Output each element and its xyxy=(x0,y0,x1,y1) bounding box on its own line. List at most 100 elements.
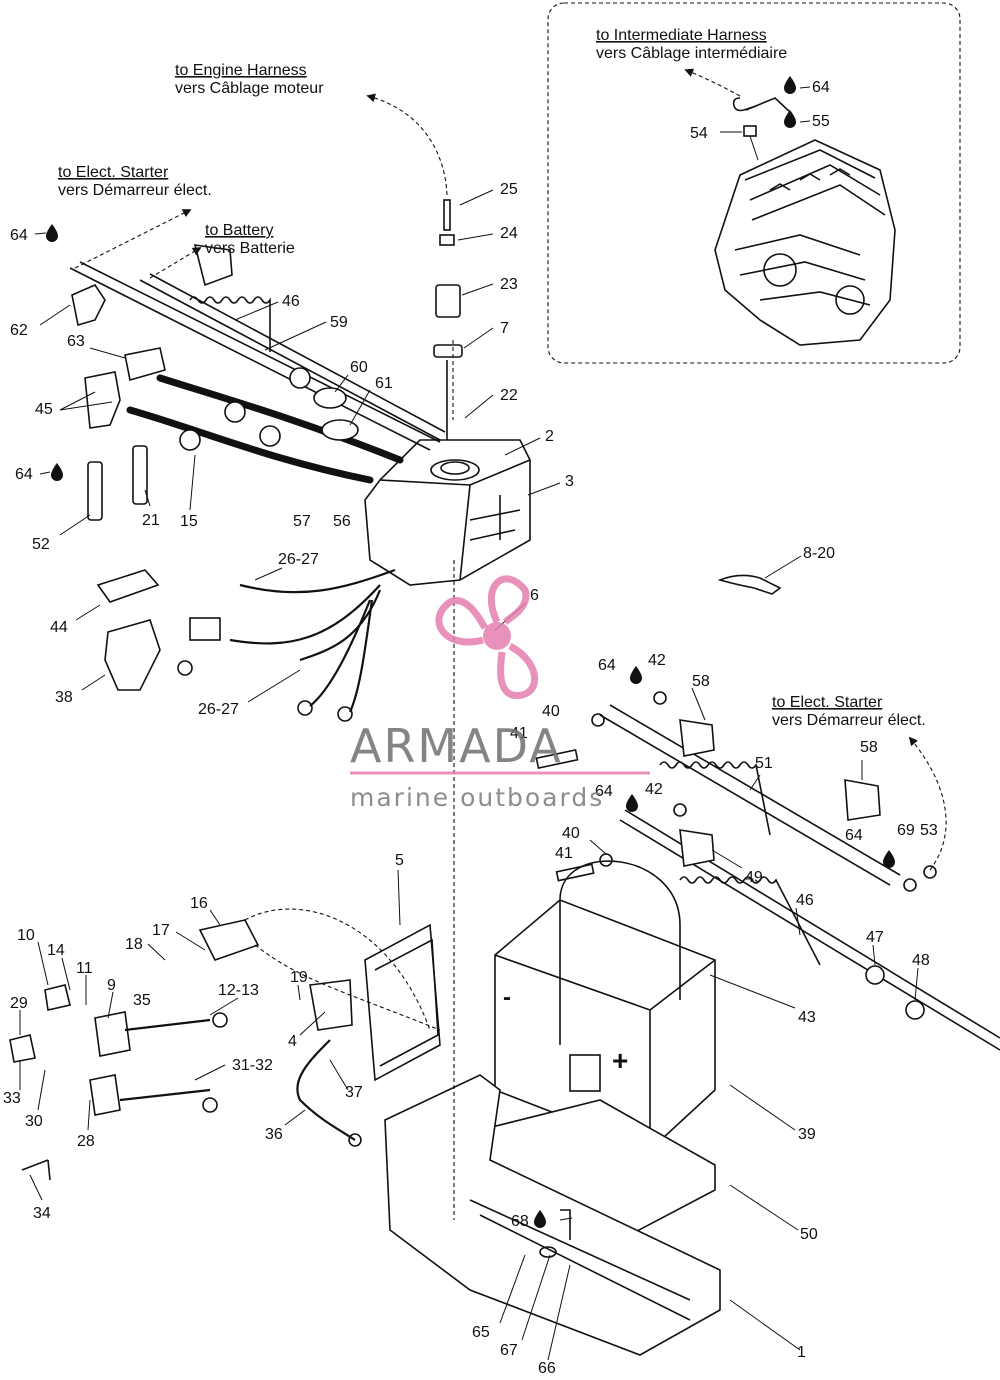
callout-label: 58 xyxy=(860,739,878,756)
callout-label: 15 xyxy=(180,513,198,530)
callout-label: 16 xyxy=(190,895,208,912)
callout-label: 8-20 xyxy=(803,545,835,562)
note-elect-starter-left-en: to Elect. Starter xyxy=(58,164,169,181)
callout-label: 26-27 xyxy=(198,701,239,718)
callout-label: 64 xyxy=(598,657,616,674)
inset-engine-panel xyxy=(547,2,961,364)
callout-label: 69 xyxy=(897,822,915,839)
cables-right xyxy=(535,574,1000,1051)
callout-label: 68 xyxy=(511,1213,529,1230)
callout-label: 21 xyxy=(142,512,160,529)
callout-label: 42 xyxy=(648,652,666,669)
note-intermediate-harness: to Intermediate Harness vers Câblage int… xyxy=(596,27,787,62)
callout-label: 2 xyxy=(545,428,554,445)
callout-label: 4 xyxy=(288,1033,297,1050)
callout-label: 66 xyxy=(538,1360,556,1377)
battery: - + xyxy=(494,860,716,1151)
battery-negative-mark: - xyxy=(503,984,511,1011)
engine-block-illustration xyxy=(714,139,896,346)
callout-label: 12-13 xyxy=(218,982,259,999)
callout-label: 26-27 xyxy=(278,551,319,568)
callout-label: 64 xyxy=(812,79,830,96)
left-small-parts xyxy=(96,568,396,722)
callout-label: 5 xyxy=(395,852,404,869)
callout-label: 24 xyxy=(500,225,518,242)
callout-label: 31-32 xyxy=(232,1057,273,1074)
callout-label: 48 xyxy=(912,952,930,969)
callout-label: 67 xyxy=(500,1342,518,1359)
callout-label: 39 xyxy=(798,1126,816,1143)
callout-label: 62 xyxy=(10,322,28,339)
callout-label: 64 xyxy=(845,827,863,844)
callout-label: 9 xyxy=(107,977,116,994)
spark-plug xyxy=(132,445,148,505)
spark-plug xyxy=(87,461,103,521)
callout-label: 64 xyxy=(15,466,33,483)
callout-label: 40 xyxy=(562,825,580,842)
callout-label: 45 xyxy=(35,401,53,418)
callout-label: 64 xyxy=(10,227,28,244)
callout-label: 55 xyxy=(812,113,830,130)
note-elect-starter-left: to Elect. Starter vers Démarreur élect. xyxy=(58,164,212,199)
callout-label: 59 xyxy=(330,314,348,331)
arrow-engine-harness xyxy=(366,93,448,196)
callout-label: 10 xyxy=(17,927,35,944)
callout-label: 43 xyxy=(798,1009,816,1026)
callout-label: 47 xyxy=(866,929,884,946)
callout-label: 11 xyxy=(76,960,93,977)
battery-tray xyxy=(384,1074,721,1356)
watermark-tagline: marine outboards xyxy=(350,783,604,812)
callout-label: 54 xyxy=(690,125,708,142)
callout-label: 53 xyxy=(920,822,938,839)
callout-label: 17 xyxy=(152,922,170,939)
callout-label: 41 xyxy=(510,725,528,742)
note-engine-harness-fr: vers Câblage moteur xyxy=(175,80,324,97)
connector-stack xyxy=(433,199,463,440)
callout-label: 37 xyxy=(345,1084,363,1101)
callout-label: 34 xyxy=(33,1205,51,1222)
callout-label: 35 xyxy=(133,992,151,1009)
callout-label: 29 xyxy=(10,995,28,1012)
nut xyxy=(743,125,757,137)
callout-label: 63 xyxy=(67,333,85,350)
callout-label: 28 xyxy=(77,1133,95,1150)
callout-label: 3 xyxy=(565,473,574,490)
note-elect-starter-left-fr: vers Démarreur élect. xyxy=(58,182,212,199)
note-battery: to Battery vers Batterie xyxy=(205,222,295,257)
electrical-box xyxy=(364,439,531,586)
callout-label: 22 xyxy=(500,387,518,404)
callout-label: 25 xyxy=(500,181,518,198)
callout-label: 46 xyxy=(796,892,814,909)
watermark: ARMADA marine outboards xyxy=(350,575,650,812)
note-intermediate-harness-en: to Intermediate Harness xyxy=(596,27,767,44)
arrow-elect-starter-right xyxy=(908,736,947,871)
callout-label: 19 xyxy=(290,969,308,986)
callout-label: 1 xyxy=(797,1344,806,1361)
callout-label: 42 xyxy=(645,781,663,798)
callout-label: 64 xyxy=(595,783,613,800)
callout-label: 38 xyxy=(55,689,73,706)
callout-label: 18 xyxy=(125,936,143,953)
note-engine-harness-en: to Engine Harness xyxy=(175,62,307,79)
callout-label: 50 xyxy=(800,1226,818,1243)
callout-label: 33 xyxy=(3,1090,21,1107)
arrow-battery xyxy=(149,247,202,279)
callout-labels: 25 24 23 7 22 2 3 64 62 46 59 63 45 60 6… xyxy=(3,79,938,1377)
module-left xyxy=(9,908,441,1181)
propeller-logo xyxy=(435,575,539,699)
watermark-brand: ARMADA xyxy=(350,719,563,773)
callout-label: 30 xyxy=(25,1113,43,1130)
callout-label: 7 xyxy=(500,320,509,337)
callout-label: 52 xyxy=(32,536,50,553)
callout-label: 51 xyxy=(755,755,773,772)
note-engine-harness: to Engine Harness vers Câblage moteur xyxy=(175,62,324,97)
callout-label: 49 xyxy=(745,869,763,886)
callout-label: 40 xyxy=(542,703,560,720)
note-intermediate-harness-fr: vers Câblage intermédiaire xyxy=(596,45,787,62)
callout-label: 14 xyxy=(47,942,65,959)
note-elect-starter-right-en: to Elect. Starter xyxy=(772,694,883,711)
note-battery-en: to Battery xyxy=(205,222,273,239)
callout-label: 61 xyxy=(375,375,393,392)
leader-lines xyxy=(19,86,919,1361)
